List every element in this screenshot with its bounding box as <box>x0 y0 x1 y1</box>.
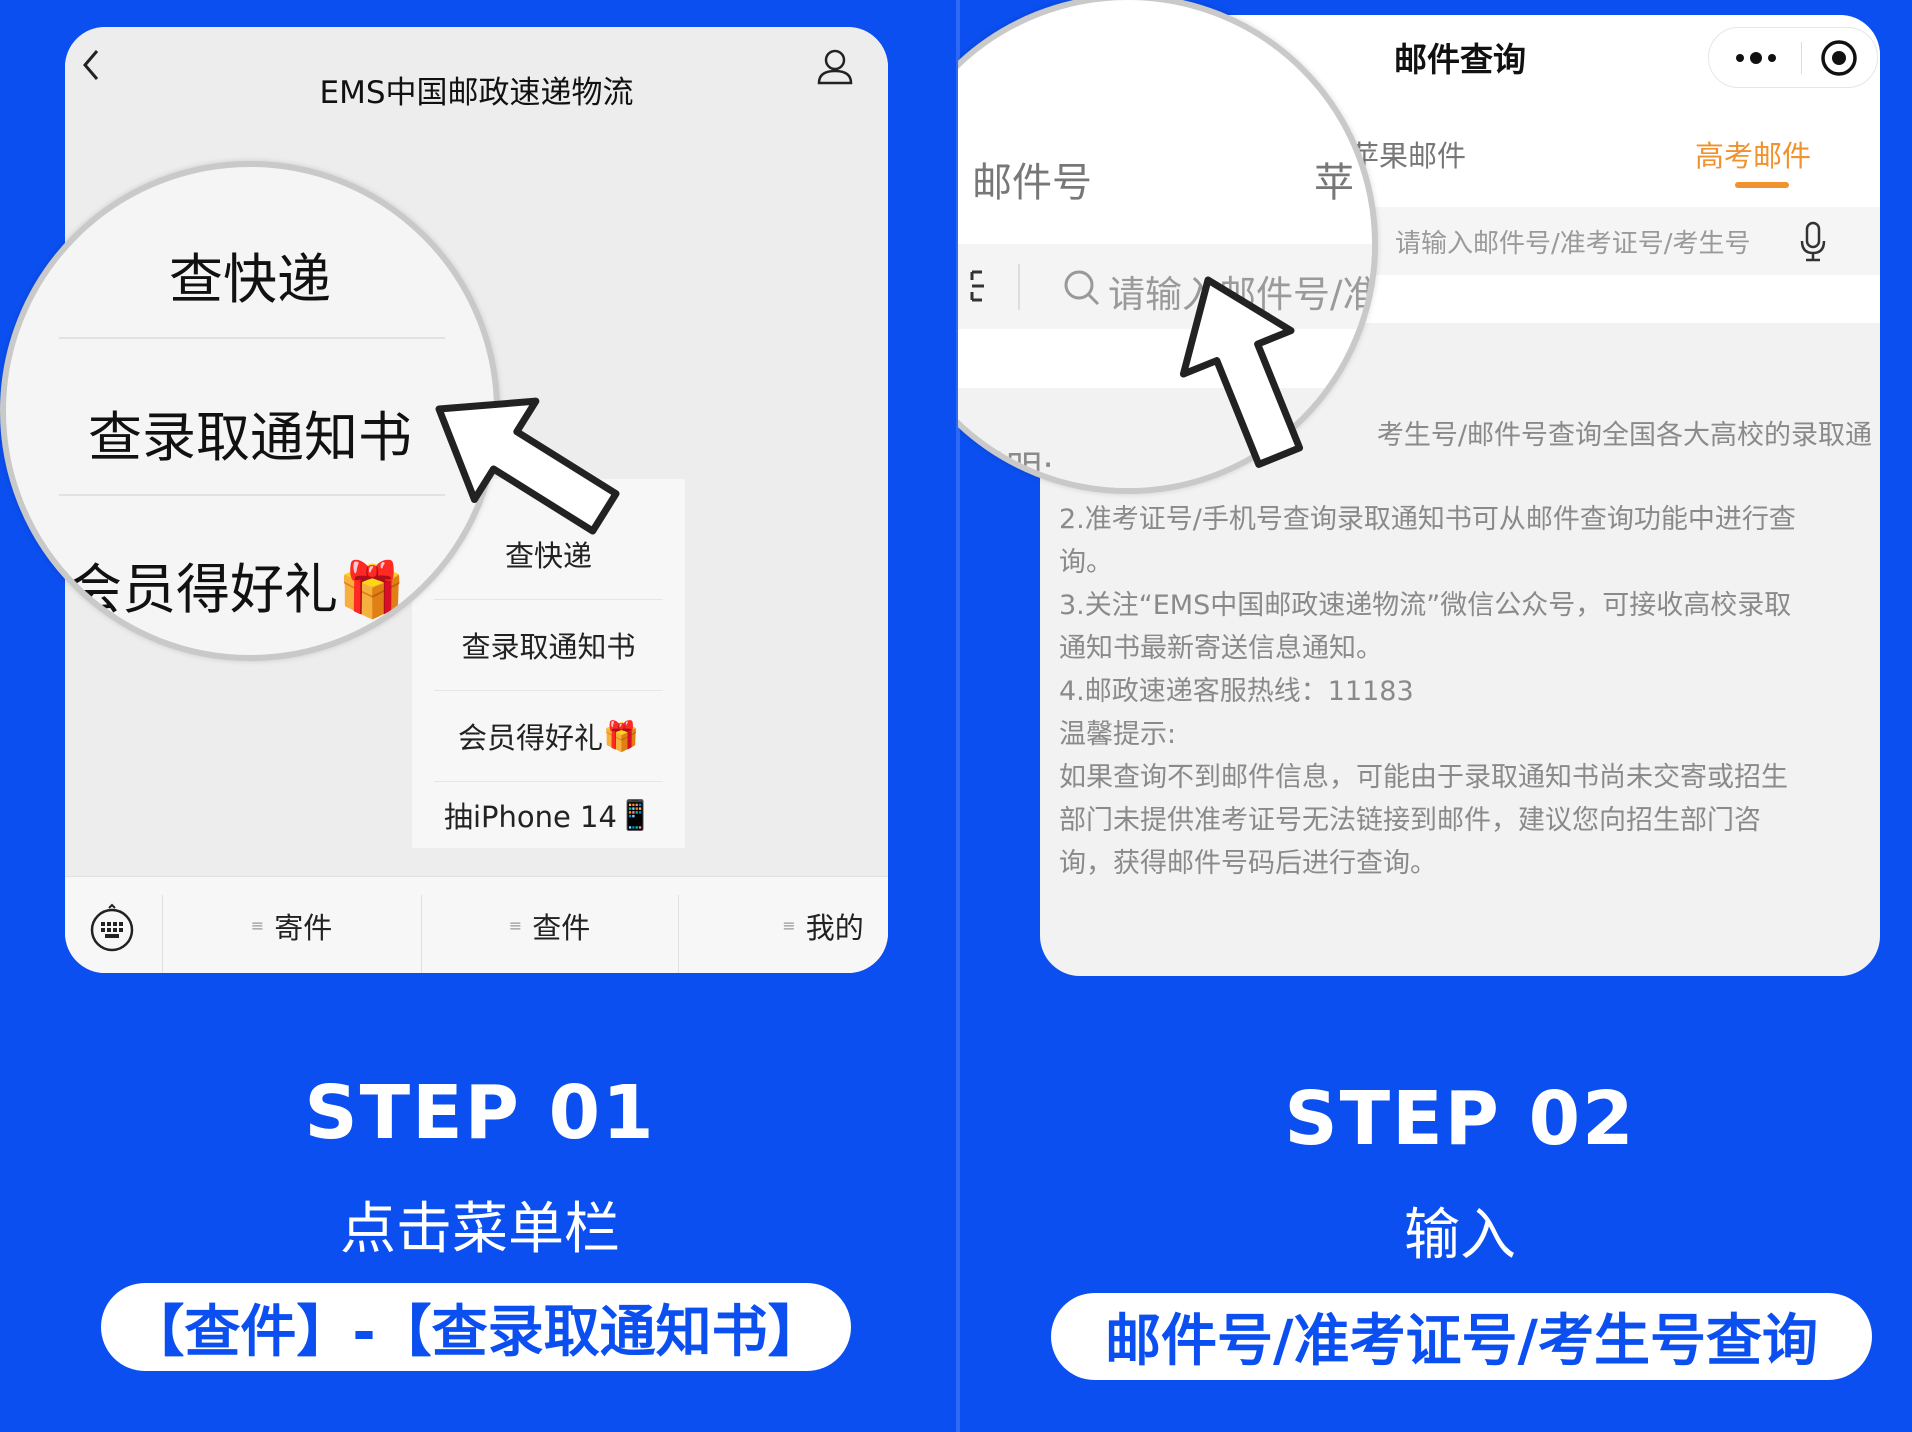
menu-lines-icon: ≡ <box>508 916 523 935</box>
gift-icon: 🎁 <box>602 718 640 753</box>
step1-pill: 【查件】-【查录取通知书】 <box>101 1283 851 1371</box>
chevron-left-icon[interactable] <box>79 45 103 85</box>
zoomed-section-label: 说明: <box>970 449 1055 490</box>
menu-item-admission-letter[interactable]: 查录取通知书 <box>412 600 685 690</box>
instruction-line: 部门未提供准考证号无法链接到邮件，建议您向招生部门咨 <box>1059 805 1761 836</box>
menu-item-label: 查录取通知书 <box>461 630 636 664</box>
panel-divider <box>956 0 960 1432</box>
page-title: 邮件查询 <box>1394 40 1526 79</box>
gift-icon: 🎁 <box>338 558 406 621</box>
step2-label: STEP 02 <box>1284 1076 1636 1162</box>
chat-title: EMS中国邮政速递物流 <box>319 75 634 111</box>
capsule-divider <box>1801 42 1802 74</box>
zoomed-search-placeholder: 请输入邮件号/准考证号/考生号 <box>1108 273 1378 316</box>
bottom-menu-bar: ≡ 寄件 ≡ 查件 ≡ 我的 <box>65 876 888 973</box>
menu-item-member-gift[interactable]: 会员得好礼🎁 <box>412 691 685 781</box>
keyboard-icon[interactable] <box>89 903 135 953</box>
zoomed-separator <box>59 337 445 339</box>
search-placeholder: 请输入邮件号/准考证号/考生号 <box>1395 229 1751 259</box>
bottom-item-label: 我的 <box>805 910 864 945</box>
magnifier-clip: 邮件号 苹 请输入邮件号/准考证号/考生号 说明: <box>958 0 1458 500</box>
bar-separator <box>421 895 422 973</box>
instruction-line: 温馨提示: <box>1059 719 1177 750</box>
zoomed-divider <box>1018 264 1020 310</box>
tab-gaokao-mail[interactable]: 高考邮件 <box>1695 139 1812 173</box>
zoomed-search-bar: 请输入邮件号/准考证号/考生号 <box>958 244 1372 329</box>
microphone-icon[interactable] <box>1798 221 1828 263</box>
instruction-line: 4.邮政速递客服热线：11183 <box>1059 676 1414 707</box>
mini-program-capsule <box>1708 27 1878 88</box>
zoomed-menu-item-express: 查快递 <box>169 248 331 311</box>
step2-pill: 邮件号/准考证号/考生号查询 <box>1051 1293 1872 1380</box>
record-target-icon[interactable] <box>1819 38 1859 78</box>
scan-icon <box>970 270 984 302</box>
magnifier-lens-menu: 查快递 查录取通知书 会员得好礼🎁 <box>0 161 500 661</box>
more-dots-icon[interactable] <box>1731 46 1781 70</box>
menu-lines-icon: ≡ <box>250 916 265 935</box>
menu-separator <box>434 781 663 782</box>
menu-item-iphone[interactable]: 抽iPhone 14📱 <box>412 782 685 848</box>
step1-label: STEP 01 <box>304 1070 656 1156</box>
menu-item-express[interactable]: 查快递 <box>412 509 685 599</box>
menu-separator <box>434 690 663 691</box>
phone-icon: 📱 <box>616 797 654 832</box>
step1-instruction: 点击菜单栏 <box>340 1197 620 1262</box>
instruction-line: 通知书最新寄送信息通知。 <box>1059 633 1383 664</box>
instruction-line: 询。 <box>1059 547 1113 578</box>
menu-separator <box>434 599 663 600</box>
magnifier-lens-search: 邮件号 苹 请输入邮件号/准考证号/考生号 说明: <box>958 0 1378 494</box>
menu-item-label: 抽iPhone 14 <box>443 800 617 834</box>
zoomed-separator <box>59 494 445 496</box>
instruction-line: 考生号/邮件号查询全国各大高校的录取通 <box>1376 420 1872 451</box>
chat-header: EMS中国邮政速递物流 <box>65 27 888 117</box>
bar-separator <box>162 895 163 973</box>
zoomed-tab-partial: 苹 <box>1314 160 1354 206</box>
bottom-item-label: 查件 <box>532 910 591 945</box>
zoomed-menu-item-member-gift: 会员得好礼🎁 <box>68 545 405 624</box>
zoomed-label: 会员得好礼 <box>68 558 338 621</box>
menu-item-label: 会员得好礼 <box>457 721 603 755</box>
bar-separator <box>678 895 679 973</box>
zoomed-menu-item-admission-letter: 查录取通知书 <box>88 406 412 469</box>
user-icon[interactable] <box>815 47 855 87</box>
active-tab-indicator <box>1735 182 1789 188</box>
menu-item-label: 查快递 <box>504 539 592 573</box>
bottom-item-label: 寄件 <box>274 910 333 945</box>
instruction-line: 3.关注“EMS中国邮政速递物流”微信公众号，可接收高校录取 <box>1059 590 1792 621</box>
bottom-item-mine[interactable]: ≡ 我的 <box>678 877 888 973</box>
step2-phone-screen: 邮件查询 苹果邮件 高考邮件 请输入邮件号/准考证号/考生号 考生号/邮件号查询… <box>1040 15 1880 976</box>
tab-apple-mail[interactable]: 苹果邮件 <box>1350 139 1467 173</box>
bottom-item-track[interactable]: ≡ 查件 <box>421 877 678 973</box>
search-icon <box>1064 270 1100 306</box>
zoomed-tab-mail-number: 邮件号 <box>972 160 1092 206</box>
instruction-line: 询，获得邮件号码后进行查询。 <box>1059 848 1437 879</box>
bottom-item-send[interactable]: ≡ 寄件 <box>162 877 421 973</box>
instruction-line: 如果查询不到邮件信息，可能由于录取通知书尚未交寄或招生 <box>1059 762 1788 793</box>
instructions-text: 考生号/邮件号查询全国各大高校的录取通 2.准考证号/手机号查询录取通知书可从邮… <box>1040 407 1880 907</box>
instruction-line: 2.准考证号/手机号查询录取通知书可从邮件查询功能中进行查 <box>1059 504 1796 535</box>
menu-lines-icon: ≡ <box>782 916 796 935</box>
step2-instruction: 输入 <box>1404 1203 1516 1268</box>
